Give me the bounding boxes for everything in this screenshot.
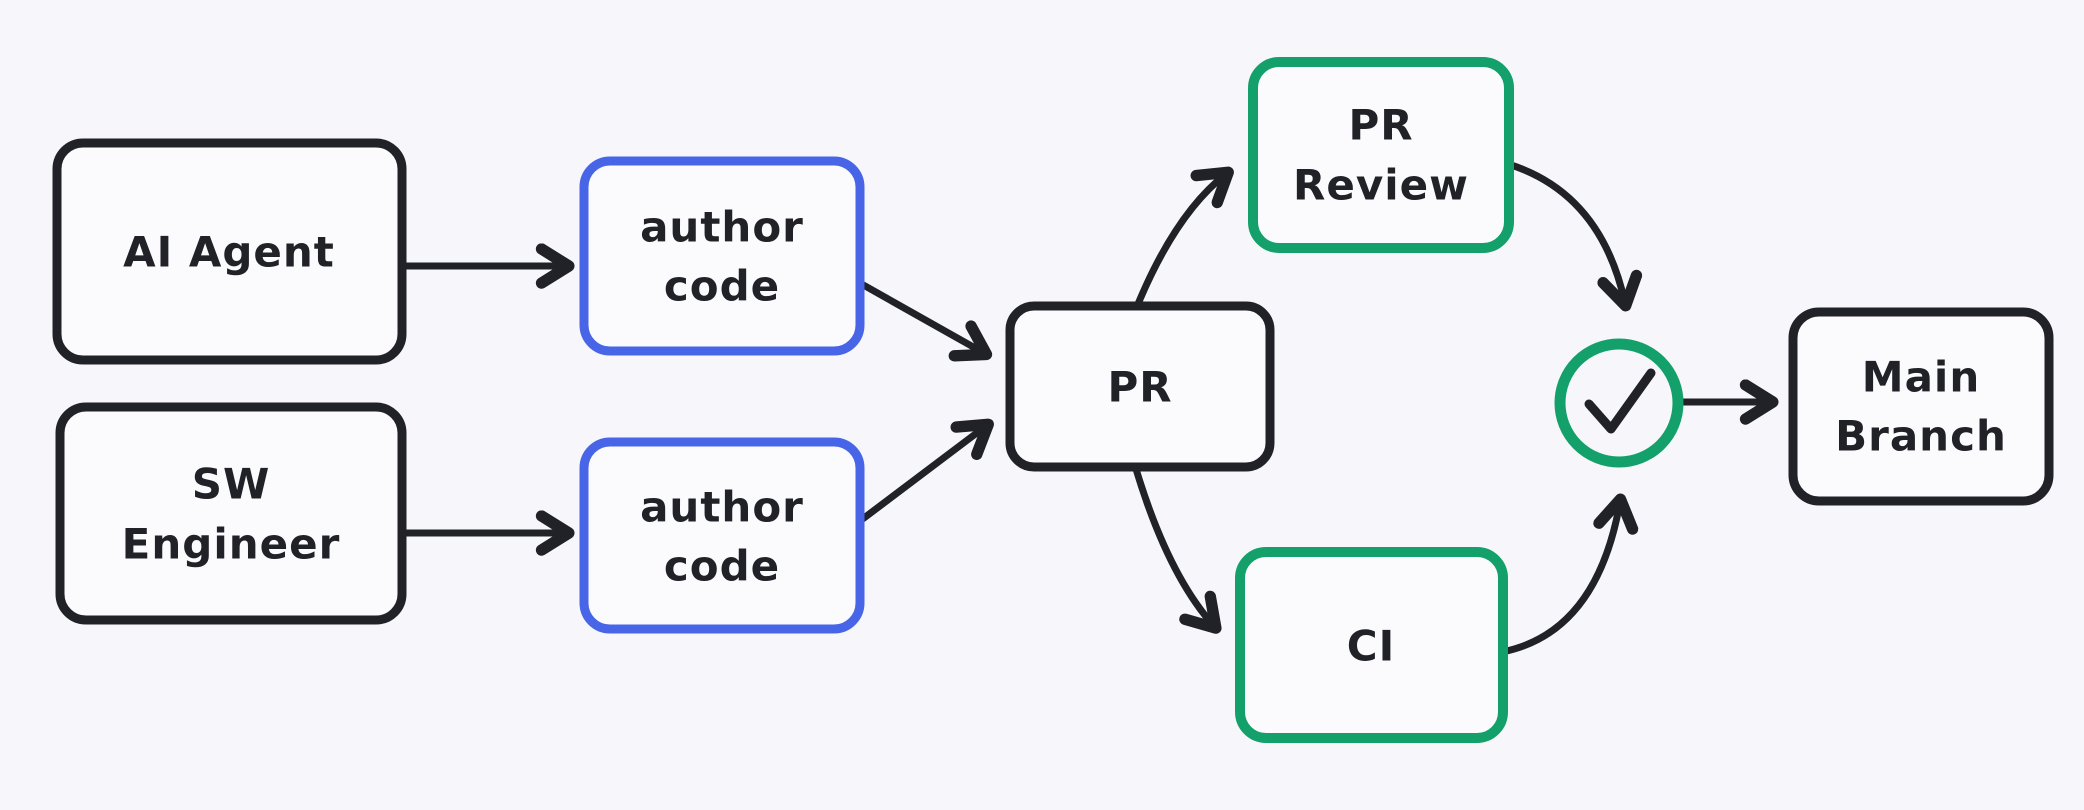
- sw-engineer-label-line1: SW: [192, 460, 271, 509]
- main-branch-box[interactable]: [1788, 307, 2054, 506]
- node-sw-engineer[interactable]: SW Engineer: [55, 402, 407, 625]
- node-pr-review[interactable]: PR Review: [1248, 57, 1514, 253]
- arrow-pr-to-pr-review[interactable]: [1134, 166, 1234, 308]
- check-icon: [1584, 368, 1656, 434]
- node-approval[interactable]: [1554, 338, 1684, 468]
- main-branch-label-line1: Main: [1862, 353, 1980, 402]
- arrow-pr-to-ci[interactable]: [1132, 465, 1222, 634]
- author-code-2-label-line1: author: [640, 483, 804, 532]
- author-code-1-box[interactable]: [579, 156, 865, 356]
- node-main-branch[interactable]: Main Branch: [1788, 307, 2054, 506]
- node-ci[interactable]: CI: [1235, 547, 1508, 743]
- node-pr[interactable]: PR: [1005, 301, 1275, 472]
- node-author-code-1[interactable]: author code: [579, 156, 865, 356]
- node-author-code-2[interactable]: author code: [579, 437, 865, 634]
- ai-agent-label: AI Agent: [123, 228, 335, 277]
- arrow-author-code-1-to-pr[interactable]: [854, 278, 993, 362]
- approval-circle[interactable]: [1554, 338, 1684, 468]
- sw-engineer-label-line2: Engineer: [122, 520, 341, 569]
- arrow-pr-review-to-approval[interactable]: [1504, 160, 1643, 312]
- pr-box[interactable]: [1005, 301, 1275, 472]
- ci-box[interactable]: [1235, 547, 1508, 743]
- main-branch-label-line2: Branch: [1835, 412, 2007, 461]
- pr-label: PR: [1107, 363, 1172, 412]
- edges-layer: [398, 160, 1779, 656]
- ai-agent-box[interactable]: [52, 138, 407, 365]
- pr-review-box[interactable]: [1248, 57, 1514, 253]
- author-code-1-label-line2: code: [664, 262, 780, 311]
- sw-engineer-box[interactable]: [55, 402, 407, 625]
- pr-review-label-line2: Review: [1293, 161, 1469, 210]
- arrow-ci-to-approval[interactable]: [1498, 493, 1639, 656]
- ci-label: CI: [1347, 622, 1395, 671]
- arrow-author-code-2-to-pr[interactable]: [852, 418, 994, 528]
- author-code-2-box[interactable]: [579, 437, 865, 634]
- pr-review-label-line1: PR: [1348, 101, 1413, 150]
- author-code-1-label-line1: author: [640, 203, 804, 252]
- node-ai-agent[interactable]: AI Agent: [52, 138, 407, 365]
- author-code-2-label-line2: code: [664, 542, 780, 591]
